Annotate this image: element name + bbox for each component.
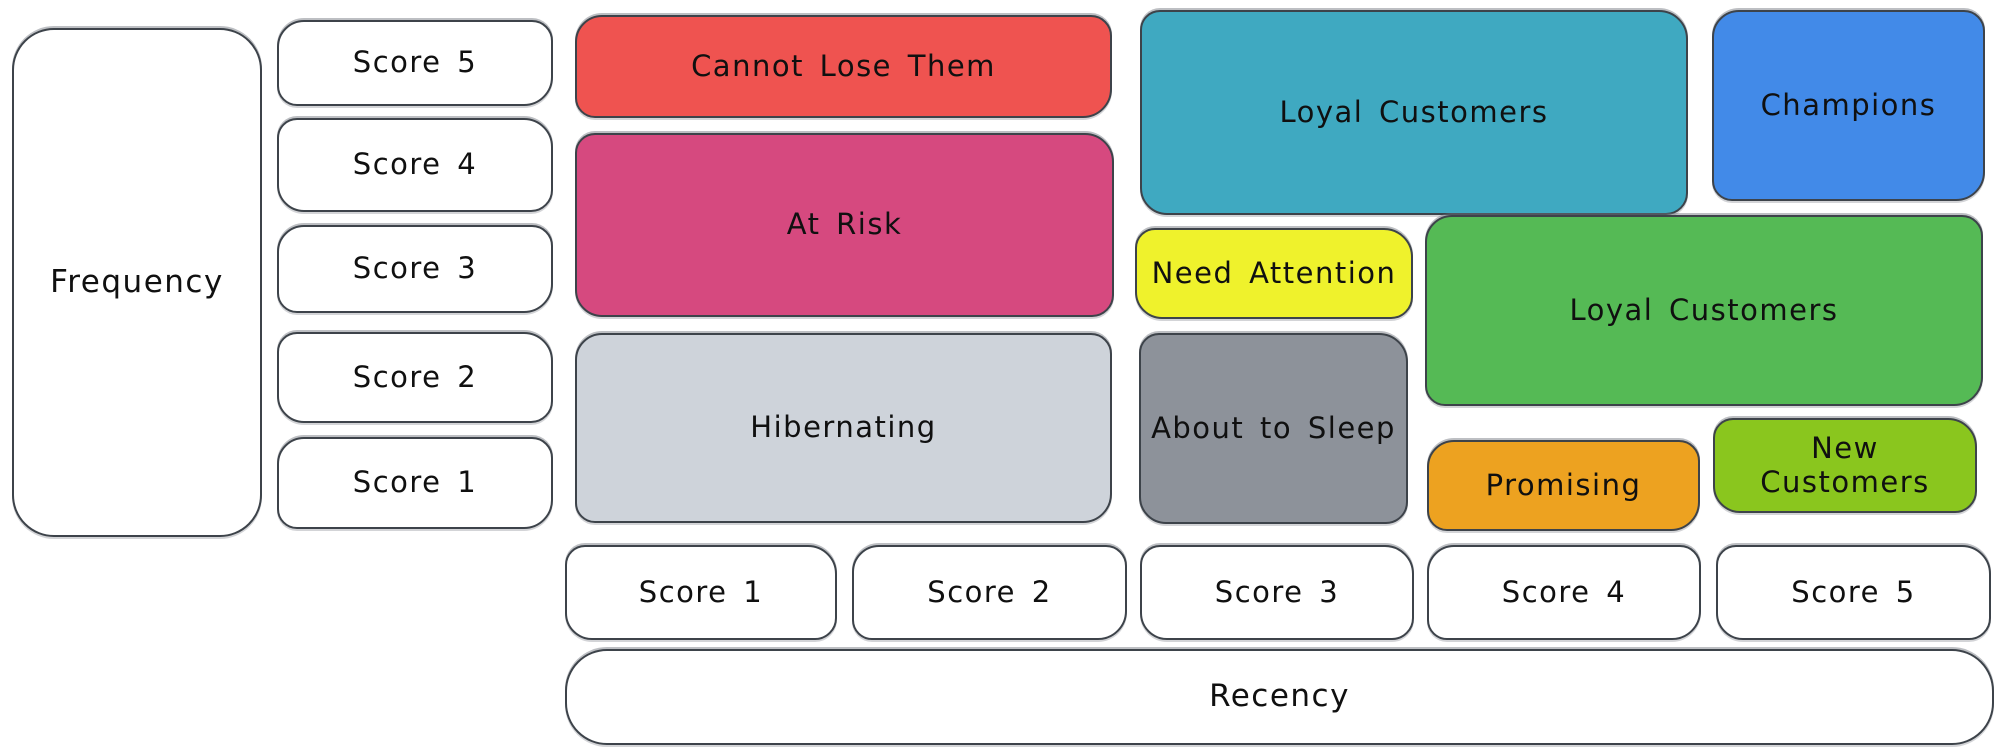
segment-hibernating: Hibernating: [575, 333, 1112, 523]
segment-cannot-lose-them: Cannot Lose Them: [575, 15, 1112, 118]
recency-score-box-3-label: Score 3: [1214, 574, 1340, 609]
frequency-score-box-4: Score 4: [277, 118, 553, 212]
frequency-score-box-2: Score 2: [277, 332, 553, 423]
recency-score-box-2: Score 2: [852, 545, 1127, 640]
segment-loyal-customers-right: Loyal Customers: [1425, 215, 1983, 406]
frequency-score-box-1-label: Score 1: [352, 465, 478, 500]
segment-promising: Promising: [1427, 440, 1700, 531]
frequency-score-box-3: Score 3: [277, 225, 553, 313]
segment-need-attention: Need Attention: [1135, 228, 1413, 319]
recency-score-box-4: Score 4: [1427, 545, 1701, 640]
segment-loyal-customers-right-label: Loyal Customers: [1569, 292, 1839, 327]
frequency-score-box-5: Score 5: [277, 20, 553, 106]
frequency-score-box-3-label: Score 3: [352, 251, 478, 286]
frequency-score-box-2-label: Score 2: [352, 359, 478, 394]
segment-at-risk-label: At Risk: [786, 207, 903, 242]
segment-loyal-customers-top-label: Loyal Customers: [1279, 94, 1549, 129]
segment-loyal-customers-top: Loyal Customers: [1140, 10, 1688, 215]
segment-promising-label: Promising: [1485, 467, 1642, 502]
frequency-axis-label: Frequency: [50, 263, 224, 300]
frequency-axis-label-box: Frequency: [12, 28, 262, 537]
recency-score-box-1-label: Score 1: [638, 574, 764, 609]
recency-axis-label: Recency: [1209, 678, 1350, 715]
segment-about-to-sleep: About to Sleep: [1139, 333, 1408, 524]
segment-champions-label: Champions: [1760, 87, 1937, 122]
recency-score-box-5-label: Score 5: [1791, 574, 1916, 609]
frequency-score-box-4-label: Score 4: [352, 147, 478, 182]
recency-axis-label-box: Recency: [565, 649, 1994, 745]
segment-hibernating-label: Hibernating: [750, 410, 937, 445]
segment-cannot-lose-them-label: Cannot Lose Them: [691, 48, 996, 83]
segment-need-attention-label: Need Attention: [1151, 255, 1397, 290]
segment-at-risk: At Risk: [575, 133, 1114, 317]
frequency-score-box-1: Score 1: [277, 437, 553, 529]
segment-new-customers: New Customers: [1713, 418, 1977, 513]
recency-score-box-3: Score 3: [1140, 545, 1414, 640]
segment-about-to-sleep-label: About to Sleep: [1151, 410, 1396, 445]
frequency-score-box-5-label: Score 5: [352, 45, 478, 80]
recency-score-box-2-label: Score 2: [927, 574, 1052, 609]
recency-score-box-4-label: Score 4: [1501, 574, 1627, 609]
recency-score-box-5: Score 5: [1716, 545, 1991, 640]
segment-new-customers-label: New Customers: [1760, 431, 1930, 499]
segment-champions: Champions: [1712, 10, 1985, 201]
recency-score-box-1: Score 1: [565, 545, 837, 640]
